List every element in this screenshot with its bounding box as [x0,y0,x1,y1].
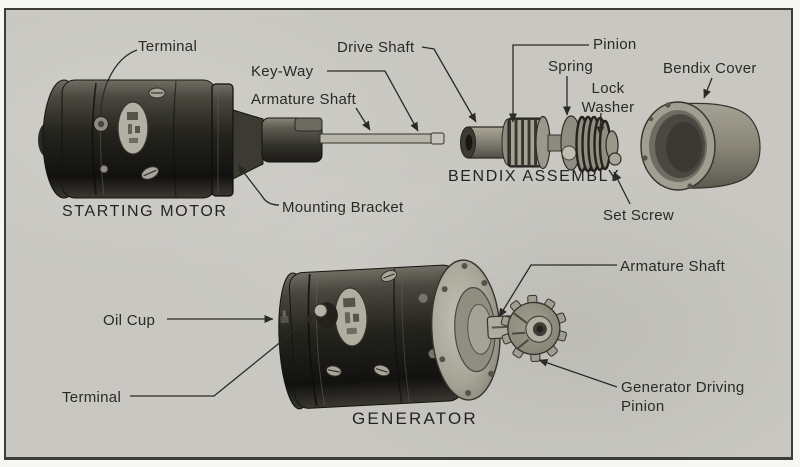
leader-lines [100,44,713,397]
leader-terminal-bottom [130,314,315,397]
label-generator-driving-pinion: Generator Driving Pinion [621,379,745,415]
label-armature-shaft-top: Armature Shaft [251,91,357,108]
label-lock-washer: Lock Washer [581,80,635,116]
label-set-screw: Set Screw [603,207,675,224]
armature-shaft [319,133,434,144]
mounting-bracket-flange [211,83,234,197]
leader-lock-washer [596,112,605,136]
label-key-way: Key-Way [251,63,314,80]
caption-starting-motor: STARTING MOTOR [62,203,228,220]
label-spring: Spring [548,58,594,75]
bendix-cover-illustration [640,101,761,191]
motor-nameplate [117,101,149,155]
motor-screw [140,166,160,180]
caption-bendix-assembly: BENDIX ASSEMBLY [448,168,621,185]
leader-pinion [509,44,589,123]
generator-illustration [278,259,567,410]
label-terminal-top: Terminal [138,38,198,55]
bendix-pinion [501,115,551,170]
generator-terminal [313,302,338,329]
leader-mounting-bracket [237,164,280,206]
label-armature-shaft-bottom: Armature Shaft [620,258,726,275]
leader-terminal-top [100,49,138,118]
leader-armature-shaft-top [355,107,371,131]
label-terminal-bottom: Terminal [62,389,122,406]
label-drive-shaft: Drive Shaft [337,39,415,56]
generator-end-plate [430,259,501,401]
label-oil-cup: Oil Cup [103,312,156,329]
caption-generator: GENERATOR [352,409,478,428]
bendix-assembly-illustration [460,115,622,173]
motor-terminal [92,115,110,133]
leader-key-way [327,70,419,132]
leader-set-screw [613,171,631,205]
starting-motor-illustration [38,79,445,199]
bendix-spring [575,115,612,173]
label-mounting-bracket: Mounting Bracket [282,199,404,216]
leader-generator-driving-pinion [538,359,618,388]
leader-armature-shaft-bottom [498,264,617,318]
generator-oil-cup [279,310,290,325]
leader-drive-shaft [421,46,477,123]
label-bendix-cover: Bendix Cover [663,60,757,77]
label-pinion: Pinion [593,36,637,53]
set-screw [608,152,622,166]
leader-bendix-cover [703,77,713,99]
generator-driving-pinion [500,294,567,363]
